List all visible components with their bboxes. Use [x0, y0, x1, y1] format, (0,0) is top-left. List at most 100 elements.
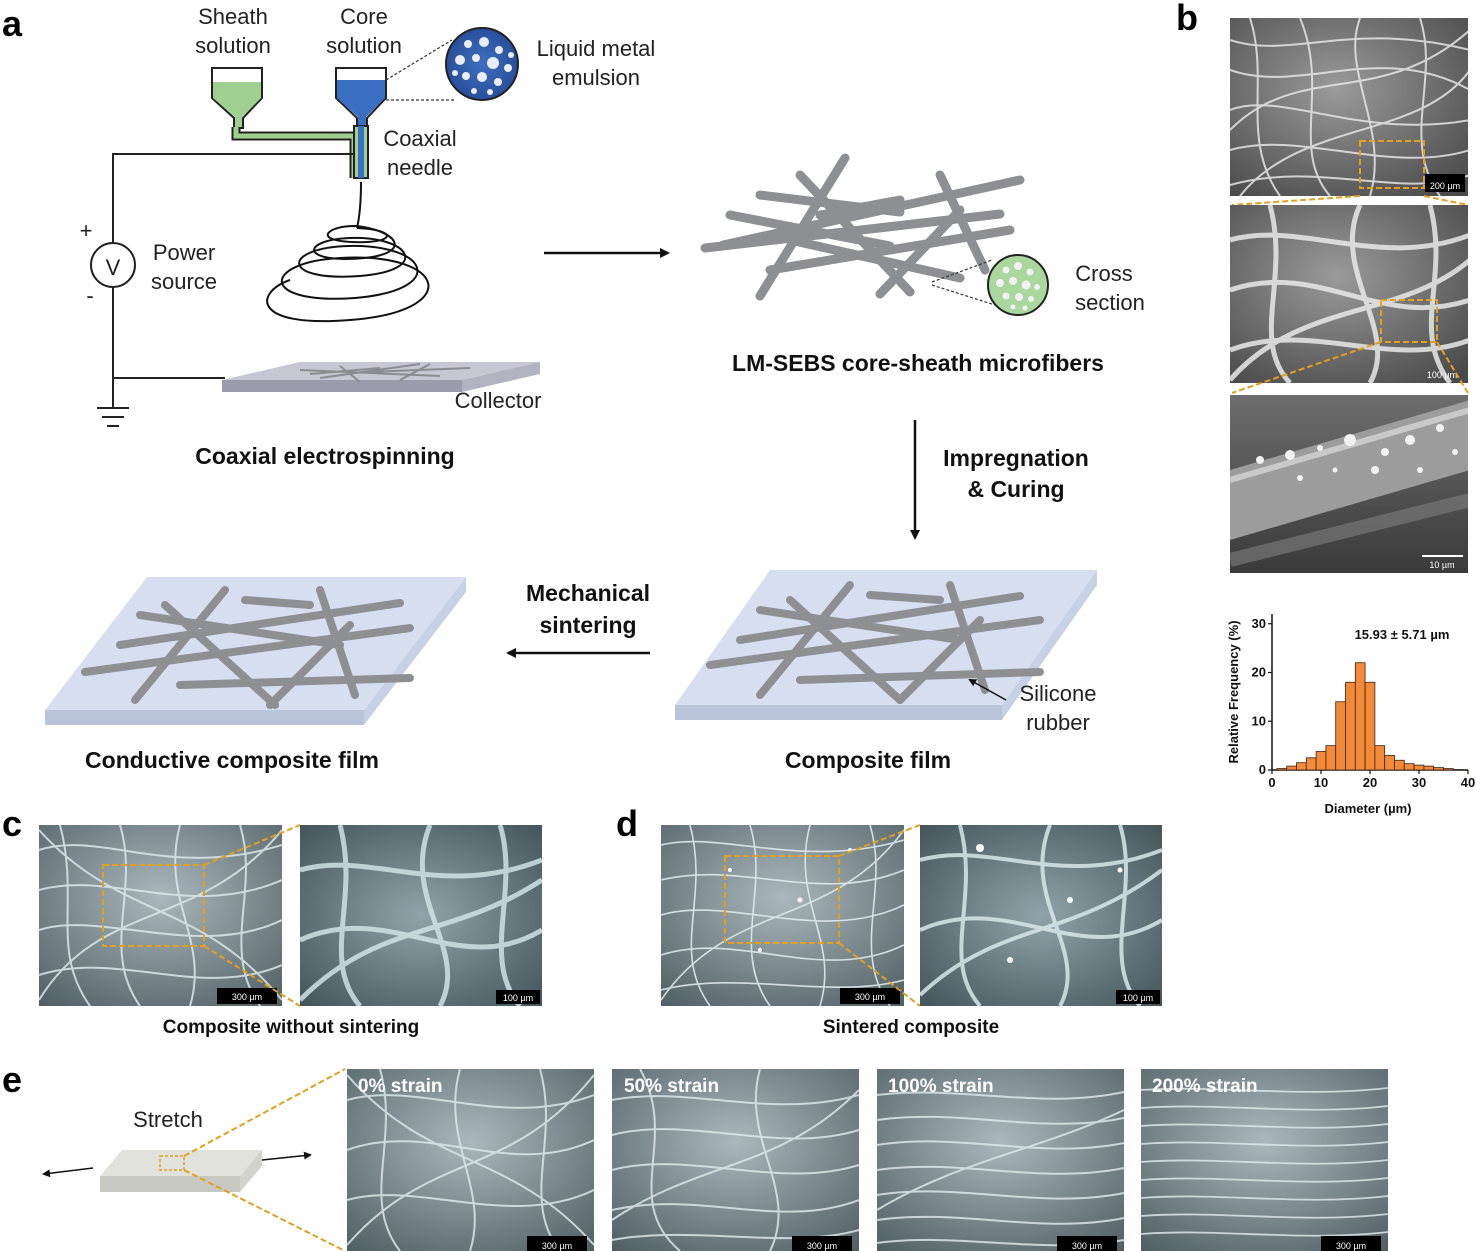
scalebar-b1: 200 µm — [1430, 181, 1460, 191]
sheath-tube — [236, 127, 354, 178]
strain-label-50: 50% strain — [624, 1076, 719, 1097]
y-tick-label: 30 — [1252, 616, 1266, 631]
histogram-bar — [1434, 768, 1444, 770]
panel-letter-e: e — [2, 1059, 22, 1100]
stretch-arrow-right — [262, 1155, 310, 1160]
sem-image-200um: 200 µm — [1230, 18, 1470, 196]
x-tick-label: 40 — [1461, 775, 1475, 790]
needle-label-1: Coaxial — [383, 126, 456, 151]
scalebar-b2: 100 µm — [1427, 370, 1457, 380]
liquid-metal-emulsion-icon — [386, 28, 518, 100]
coaxial-electrospinning-title: Coaxial electrospinning — [195, 443, 454, 469]
histogram-bar — [1414, 765, 1424, 770]
micrograph-c-zoom: 100 µm — [300, 825, 542, 1006]
power-label-2: source — [151, 269, 217, 294]
strain-label-100: 100% strain — [888, 1076, 994, 1097]
histogram-bar — [1346, 682, 1356, 770]
impregnation-label-1: Impregnation — [943, 445, 1089, 471]
power-plus: + — [80, 218, 93, 243]
histogram-bar — [1395, 760, 1405, 770]
conductive-film-title: Conductive composite film — [85, 747, 379, 773]
panel-letter-a: a — [2, 3, 23, 44]
x-tick-label: 30 — [1412, 775, 1426, 790]
cross-section-icon — [932, 255, 1048, 315]
silicone-label-1: Silicone — [1019, 681, 1096, 706]
core-label-1: Core — [340, 4, 388, 29]
stretch-arrow-left — [44, 1168, 93, 1174]
histogram-ylabel: Relative Frequency (%) — [1226, 620, 1241, 763]
cross-label-2: section — [1075, 290, 1145, 315]
histogram-bar — [1277, 769, 1287, 770]
histogram-bar — [1375, 746, 1385, 770]
micrograph-c-overview: 300 µm — [39, 825, 282, 1006]
scalebar-c2: 100 µm — [503, 993, 533, 1003]
histogram-bar — [1326, 746, 1336, 770]
core-label-2: solution — [326, 33, 402, 58]
mechanical-label-1: Mechanical — [526, 580, 650, 606]
ground-icon — [97, 408, 129, 426]
cross-label-1: Cross — [1075, 261, 1132, 286]
conductive-composite-film — [45, 577, 466, 725]
lm-label-2: emulsion — [552, 65, 640, 90]
microfibers-title: LM-SEBS core-sheath microfibers — [732, 350, 1104, 376]
y-tick-label: 0 — [1259, 762, 1266, 777]
histogram-bar — [1365, 682, 1375, 770]
scalebar-d2: 100 µm — [1123, 993, 1153, 1003]
micrograph-d-zoom: 100 µm — [920, 825, 1162, 1006]
electrospinning-jet — [267, 182, 428, 321]
histogram-bar — [1287, 766, 1297, 770]
x-tick-label: 20 — [1363, 775, 1377, 790]
scalebar-c1: 300 µm — [232, 992, 262, 1002]
sem-image-10um: 10 µm — [1230, 395, 1470, 573]
sheath-label-2: solution — [195, 33, 271, 58]
histogram-bar — [1316, 751, 1326, 770]
scalebar-b3: 10 µm — [1429, 560, 1454, 570]
composite-film-title: Composite film — [785, 747, 951, 773]
coaxial-needle — [354, 126, 368, 178]
stretch-label: Stretch — [133, 1107, 203, 1132]
power-label-1: Power — [153, 240, 215, 265]
scalebar-e4: 300 µm — [1336, 1241, 1366, 1251]
collector-label: Collector — [455, 388, 542, 413]
zoom-line-e-bottom — [184, 1170, 345, 1251]
silicone-label-2: rubber — [1026, 710, 1090, 735]
core-syringe — [336, 68, 386, 128]
histogram-bar — [1306, 758, 1316, 770]
caption-d: Sintered composite — [823, 1017, 999, 1038]
histogram-bar — [1385, 755, 1395, 770]
histogram-annotation: 15.93 ± 5.71 µm — [1355, 627, 1450, 642]
histogram-bar — [1336, 702, 1346, 770]
strain-label-0: 0% strain — [358, 1076, 442, 1097]
histogram-bar — [1355, 663, 1365, 770]
scalebar-e3: 300 µm — [1072, 1241, 1102, 1251]
caption-c: Composite without sintering — [163, 1017, 420, 1038]
zoom-line-b1-left — [1232, 196, 1360, 205]
zoom-line-e-top — [184, 1069, 345, 1156]
histogram-bar — [1297, 763, 1307, 770]
scalebar-e1: 300 µm — [542, 1241, 572, 1251]
zoom-line-b1-right — [1424, 196, 1468, 205]
microfiber-network — [705, 158, 1020, 296]
power-source-icon: V — [91, 243, 135, 287]
y-tick-label: 10 — [1252, 713, 1266, 728]
histogram-bar — [1444, 769, 1454, 770]
panel-letter-c: c — [2, 803, 22, 844]
micrograph-d-overview: 300 µm — [661, 825, 904, 1006]
power-minus: - — [86, 283, 93, 308]
scalebar-e2: 300 µm — [807, 1241, 837, 1251]
mechanical-label-2: sintering — [539, 612, 636, 638]
y-tick-label: 20 — [1252, 665, 1266, 680]
histogram-bar — [1424, 766, 1434, 770]
sem-image-100um: 100 µm — [1230, 205, 1470, 383]
impregnation-label-2: & Curing — [967, 476, 1064, 502]
panel-letter-b: b — [1176, 0, 1198, 38]
x-tick-label: 10 — [1314, 775, 1328, 790]
lm-label-1: Liquid metal — [537, 36, 656, 61]
x-tick-label: 0 — [1268, 775, 1275, 790]
scalebar-d1: 300 µm — [855, 992, 885, 1002]
stretch-sample — [100, 1150, 262, 1192]
power-symbol: V — [106, 255, 121, 280]
histogram-xlabel: Diameter (µm) — [1325, 801, 1412, 816]
sheath-syringe — [212, 68, 262, 128]
